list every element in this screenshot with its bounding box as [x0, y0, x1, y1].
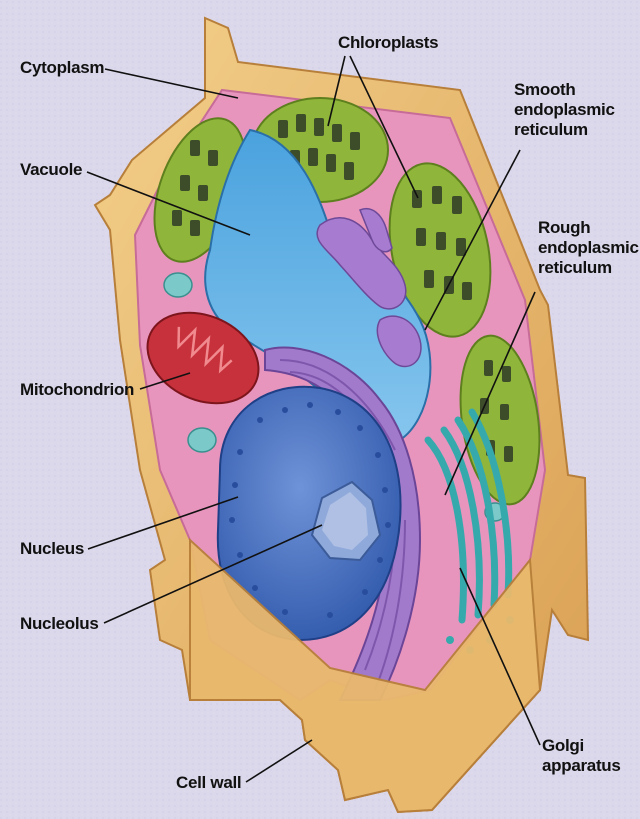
label-chloroplasts: Chloroplasts	[338, 33, 438, 53]
label-vacuole: Vacuole	[20, 160, 82, 180]
label-cell-wall: Cell wall	[176, 773, 241, 793]
label-nucleus: Nucleus	[20, 539, 84, 559]
label-smooth-er: Smooth endoplasmic reticulum	[514, 80, 615, 140]
label-golgi: Golgi apparatus	[542, 736, 621, 776]
label-rough-er: Rough endoplasmic reticulum	[538, 218, 639, 278]
label-nucleolus: Nucleolus	[20, 614, 99, 634]
label-mitochondrion: Mitochondrion	[20, 380, 134, 400]
label-cytoplasm: Cytoplasm	[20, 58, 104, 78]
